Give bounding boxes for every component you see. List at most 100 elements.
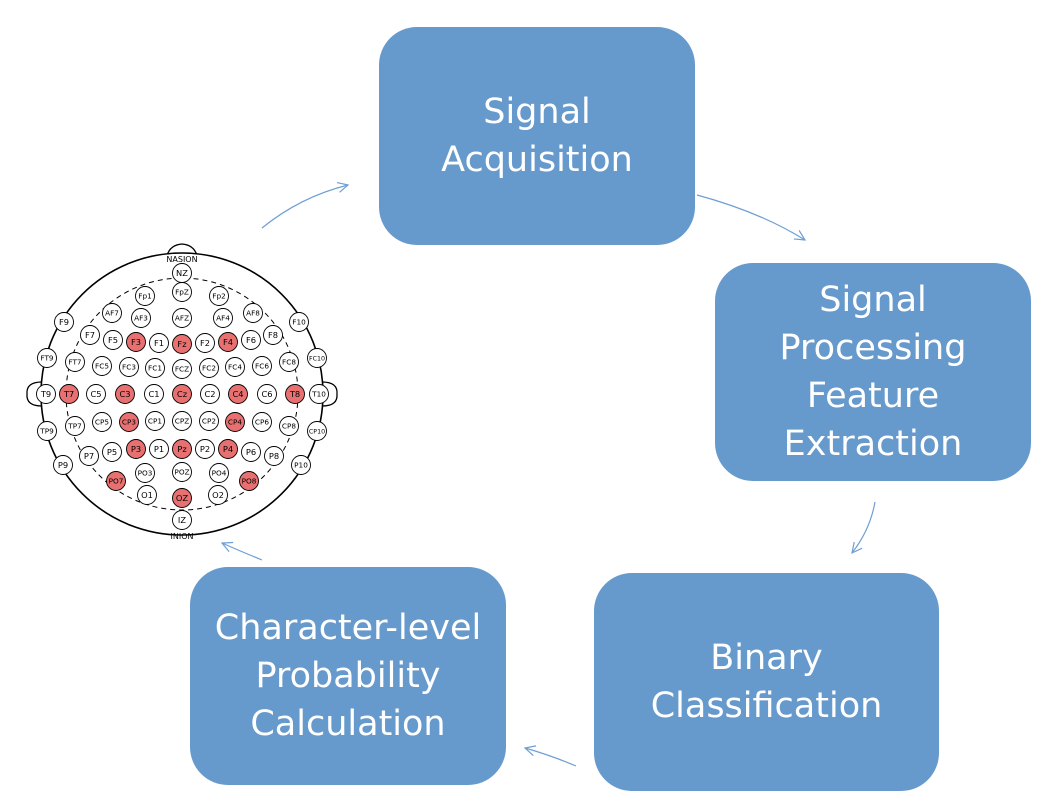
- electrode-circle: [257, 384, 277, 404]
- electrode-label: POZ: [174, 468, 189, 477]
- electrode-cp2: CP2: [199, 411, 219, 431]
- electrode-fp1: Fp1: [135, 286, 155, 306]
- electrode-fc2: FC2: [199, 358, 219, 378]
- electrode-o1: O1: [137, 485, 157, 505]
- electrode-label: NZ: [176, 268, 188, 278]
- electrode-label: PO7: [109, 477, 124, 486]
- electrode-label: C2: [204, 389, 215, 399]
- electrode-circle: [115, 384, 135, 404]
- electrode-circle: [36, 384, 56, 404]
- electrode-circle: [172, 462, 192, 482]
- electrode-circle: [209, 286, 229, 306]
- electrode-fc4: FC4: [225, 357, 245, 377]
- electrode-label: P4: [223, 444, 233, 454]
- electrode-label: FT7: [68, 358, 82, 367]
- electrode-label: F2: [200, 338, 210, 348]
- probability-calculation-box: Character-level Probability Calculation: [190, 567, 506, 785]
- electrode-label: CPZ: [175, 417, 190, 426]
- electrode-circle: [307, 421, 327, 441]
- electrode-c3: C3: [115, 384, 135, 404]
- electrode-cpz: CPZ: [172, 411, 192, 431]
- electrode-circle: [149, 439, 169, 459]
- electrode-cp5: CP5: [92, 412, 112, 432]
- electrode-circle: [119, 412, 139, 432]
- electrode-label: F5: [108, 335, 118, 345]
- electrode-p10: P10: [291, 455, 311, 475]
- electrode-label: C6: [261, 389, 272, 399]
- electrode-circle: [279, 416, 299, 436]
- electrode-label: AF4: [216, 314, 230, 323]
- electrode-circle: [102, 303, 122, 323]
- electrode-circle: [65, 352, 85, 372]
- electrode-fp2: Fp2: [209, 286, 229, 306]
- electrode-cp10: CP10: [307, 421, 327, 441]
- electrode-t8: T8: [285, 384, 305, 404]
- electrode-label: T10: [311, 390, 326, 399]
- electrode-ft7: FT7: [65, 352, 85, 372]
- electrode-circle: [80, 325, 100, 345]
- electrode-circle: [213, 308, 233, 328]
- electrode-circle: [102, 442, 122, 462]
- electrode-label: CP10: [309, 428, 325, 435]
- electrode-label: Pz: [177, 444, 186, 454]
- electrode-label: P1: [154, 444, 164, 454]
- electrode-p7: P7: [79, 446, 99, 466]
- arrow-processing-to-binary: [852, 501, 876, 553]
- electrode-circle: [126, 439, 146, 459]
- electrode-f2: F2: [195, 333, 215, 353]
- electrode-label: FC10: [309, 355, 325, 362]
- electrode-circle: [172, 488, 192, 508]
- electrode-circle: [241, 442, 261, 462]
- electrode-f5: F5: [103, 330, 123, 350]
- electrode-circle: [228, 384, 248, 404]
- electrode-label: F7: [85, 330, 95, 340]
- electrode-label: CP6: [255, 418, 269, 427]
- electrode-label: FC8: [282, 358, 296, 367]
- signal-processing-box: Signal Processing Feature Extraction: [715, 263, 1031, 481]
- electrode-circle: [264, 446, 284, 466]
- electrode-circle: [145, 411, 165, 431]
- electrode-label: FC3: [122, 363, 136, 372]
- electrode-circle: [131, 308, 151, 328]
- electrode-label: TP7: [67, 422, 82, 431]
- electrode-p8: P8: [264, 446, 284, 466]
- electrode-cp1: CP1: [145, 411, 165, 431]
- electrode-cz: Cz: [172, 384, 192, 404]
- electrode-circle: [65, 416, 85, 436]
- electrode-fc6: FC6: [252, 356, 272, 376]
- electrode-circle: [145, 358, 165, 378]
- electrode-c5: C5: [86, 384, 106, 404]
- electrode-circle: [172, 510, 192, 530]
- electrode-label: TP9: [39, 427, 54, 436]
- electrode-po3: PO3: [135, 463, 155, 483]
- electrode-oz: OZ: [172, 488, 192, 508]
- electrode-circle: [54, 312, 74, 332]
- electrode-circle: [225, 412, 245, 432]
- electrode-label: T9: [40, 389, 51, 399]
- electrode-label: P10: [294, 461, 308, 470]
- electrode-label: Fz: [177, 339, 186, 349]
- electrode-circle: [209, 463, 229, 483]
- electrode-p2: P2: [195, 439, 215, 459]
- electrode-circle: [137, 485, 157, 505]
- electrode-p3: P3: [126, 439, 146, 459]
- electrode-label: T8: [289, 389, 300, 399]
- electrode-t10: T10: [309, 384, 329, 404]
- arrow-eeg-to-acquisition: [261, 185, 348, 229]
- electrode-circle: [126, 332, 146, 352]
- electrode-circle: [172, 334, 192, 354]
- electrode-fc10: FC10: [307, 348, 327, 368]
- electrode-label: P5: [107, 447, 117, 457]
- electrode-label: F1: [154, 338, 164, 348]
- electrode-label: FC6: [255, 362, 269, 371]
- electrode-label: CP2: [202, 417, 216, 426]
- electrode-f9: F9: [54, 312, 74, 332]
- electrode-label: Fp1: [138, 292, 151, 301]
- signal-processing-label: Signal Processing Feature Extraction: [779, 280, 967, 464]
- electrode-fz: Fz: [172, 334, 192, 354]
- electrode-circle: [291, 455, 311, 475]
- electrode-pz: Pz: [172, 439, 192, 459]
- electrode-p9: P9: [53, 455, 73, 475]
